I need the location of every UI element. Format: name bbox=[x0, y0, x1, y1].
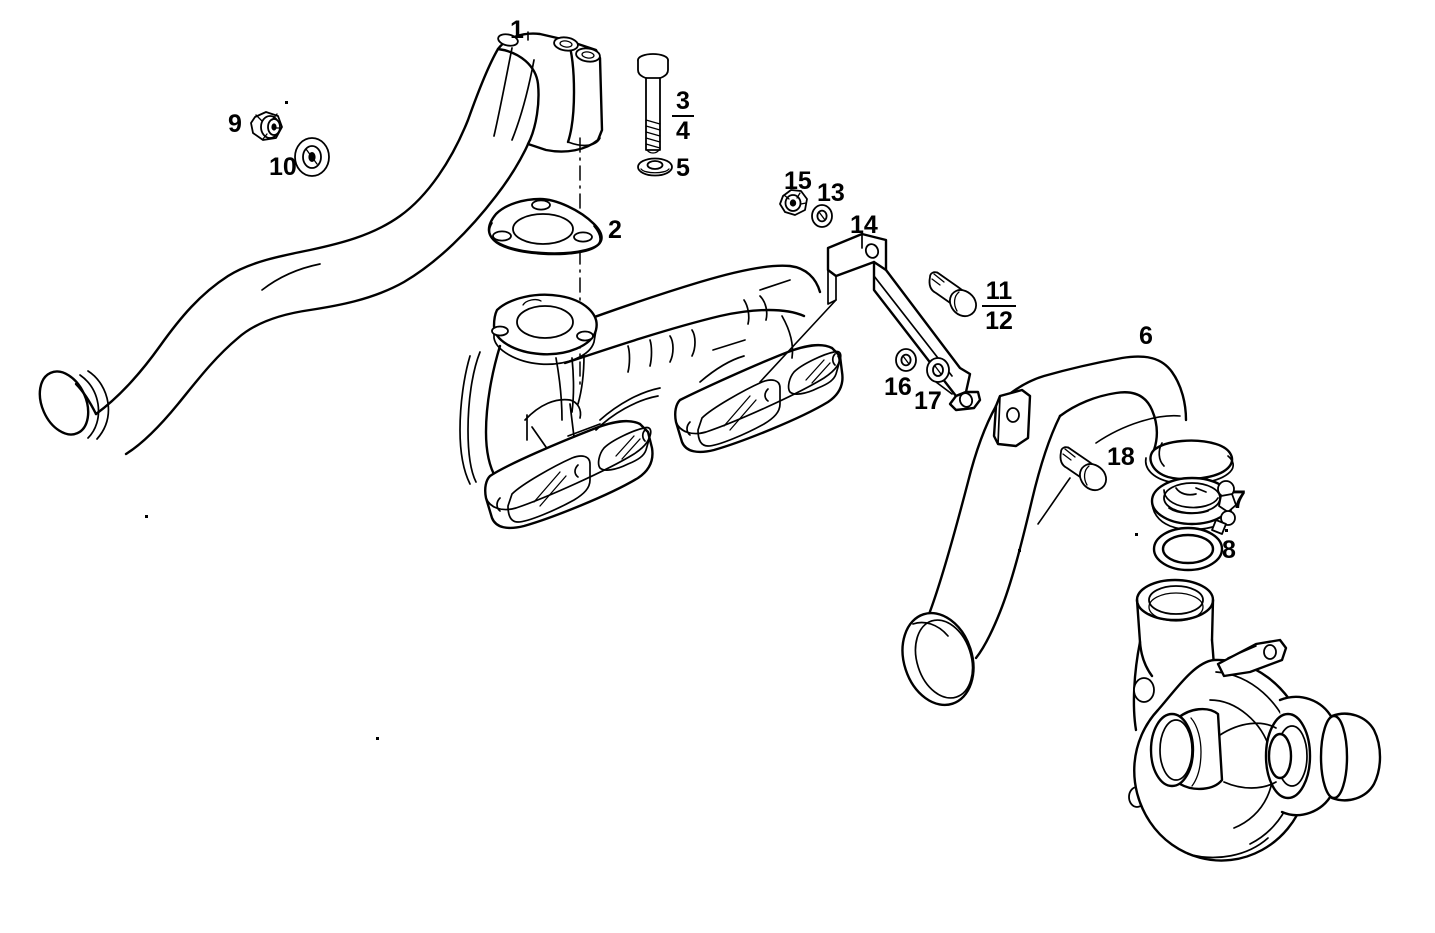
callout-5: 5 bbox=[676, 154, 690, 182]
callout-4: 4 bbox=[672, 115, 694, 144]
callout-18: 18 bbox=[1107, 443, 1135, 471]
callout-16: 16 bbox=[884, 373, 912, 401]
part-8-sealing-ring bbox=[1152, 526, 1224, 572]
scan-speck bbox=[1018, 549, 1021, 552]
part-1-upper-exhaust-pipe bbox=[38, 32, 604, 456]
callout-3-4: 3 4 bbox=[672, 88, 694, 145]
callout-1: 1 bbox=[510, 16, 524, 44]
scan-speck bbox=[145, 515, 148, 518]
part-7-v-band-clamp bbox=[1150, 476, 1237, 535]
part-11-12-stud-bolt bbox=[928, 271, 977, 318]
callout-17: 17 bbox=[914, 387, 942, 415]
part-10-washer bbox=[294, 137, 330, 177]
callout-12: 12 bbox=[982, 305, 1016, 334]
callout-11: 11 bbox=[985, 277, 1013, 305]
callout-13: 13 bbox=[817, 179, 845, 207]
callout-8: 8 bbox=[1222, 536, 1236, 564]
part-3-4-long-bolt bbox=[637, 53, 669, 154]
leader-14-to-manifold bbox=[759, 299, 837, 383]
exhaust-manifold bbox=[459, 264, 844, 530]
part-17-washer bbox=[926, 357, 950, 383]
part-13-washer bbox=[811, 204, 833, 228]
callout-6: 6 bbox=[1139, 322, 1153, 350]
callout-9: 9 bbox=[228, 110, 242, 138]
part-6-lower-exhaust-pipe bbox=[901, 355, 1234, 707]
scan-speck bbox=[1135, 533, 1138, 536]
scan-speck bbox=[376, 737, 379, 740]
part-18-short-bolt bbox=[1037, 414, 1181, 525]
turbocharger-assembly bbox=[1128, 578, 1382, 862]
callout-14: 14 bbox=[850, 211, 878, 239]
callout-10: 10 bbox=[269, 153, 297, 181]
part-15-hex-nut bbox=[779, 189, 808, 216]
scan-speck bbox=[1225, 529, 1228, 532]
callout-2: 2 bbox=[608, 216, 622, 244]
callout-11-12: 11 12 bbox=[982, 278, 1016, 335]
part-2-flange-gasket bbox=[487, 197, 603, 256]
callout-3: 3 bbox=[676, 87, 690, 115]
part-16-washer bbox=[895, 348, 917, 372]
callout-7: 7 bbox=[1232, 486, 1246, 514]
part-9-flange-nut bbox=[250, 111, 283, 141]
part-5-flat-washer bbox=[637, 157, 673, 177]
callout-15: 15 bbox=[784, 167, 812, 195]
scan-speck bbox=[285, 101, 288, 104]
